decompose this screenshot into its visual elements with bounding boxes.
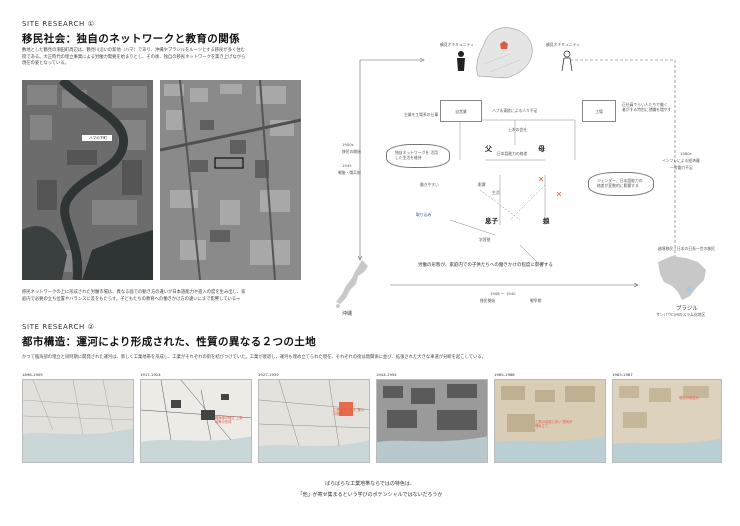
bottom-years-note: 移民開始	[480, 298, 496, 303]
label-life: 生活	[492, 190, 500, 195]
footer-line-2: 「他」が寄せ集まるという学びのポテンシャルではないだろうか	[297, 492, 443, 498]
mother-label: 母	[538, 145, 545, 153]
historical-map-1-graphic	[23, 380, 133, 462]
language-gap-label: 日本語能力の格差	[497, 151, 528, 156]
brazil-note: サンパウロ州のスラム化地区	[656, 312, 706, 317]
brazil-top-note: 越境移民 / 日本の日系一世の移民	[658, 246, 715, 251]
historical-map-4	[376, 379, 488, 463]
map-note-5: 工業の衰退に伴い 運河が埋め立て	[535, 420, 573, 429]
school-label: 学習塾	[479, 237, 491, 242]
map-note-3: 工業地帯の拡大 運河の開削	[333, 408, 364, 417]
box-self-employed: 自営業	[440, 100, 482, 122]
brazil-map-icon	[658, 256, 706, 300]
historical-map-3-graphic	[259, 380, 369, 462]
box-right-note: 正社員でらい人たちで働く 者がする特別に就職を増やす	[622, 102, 672, 112]
historical-map-3: 工業地帯の拡大 運河の開削	[258, 379, 370, 463]
timeline-left-a: 移民の開始	[342, 149, 361, 154]
map-period-5: 1965-1968	[494, 372, 515, 377]
section2-intro: かつて臨海部の埋立と同時期に開発された運河は、新しく工業地帯を形成し、工業がそれ…	[22, 355, 486, 360]
timeline-right-b: 一労働力不足	[670, 165, 693, 170]
link-top-label: ハブ＆東欧による人々不足	[492, 108, 538, 113]
footer-line-1: ばらばらな工業地帯ならではの特色は、	[325, 481, 415, 487]
aerial-photo-right	[160, 80, 301, 280]
bottom-years-note2: 戦争期	[530, 298, 542, 303]
historical-map-5: 工業の衰退に伴い 運河が埋め立て	[494, 379, 606, 463]
section2-label: SITE RESEARCH ②	[22, 323, 95, 331]
map-period-1: 1896-1909	[22, 372, 43, 377]
timeline-left-b: 1945	[342, 163, 352, 168]
tsurumi-map-icon	[476, 27, 533, 79]
section1-title: 移民社会：独自のネットワークと教育の関係	[22, 33, 240, 45]
okinawa-label: 沖縄	[342, 311, 353, 317]
historical-map-6: 現在の街並み	[612, 379, 722, 463]
historical-map-6-graphic	[613, 380, 721, 462]
result-label: 労働の形態が、家庭内での子供たちへの働きかけの程度に影響する	[418, 263, 553, 268]
section1-intro: 敷地とした鶴見の潮田町周辺は、鶴見川沿いの新地（ハマ）であり、沖縄やブラジルをル…	[22, 48, 246, 67]
timeline-left-year: 1900s	[342, 142, 354, 147]
box-left-note: 主業を工場系の仕事	[404, 112, 439, 117]
bubble-network: 独自ネットワークを 活用した生活を維持	[386, 144, 450, 168]
bubble-gender: ジェンダー、日本語能力の 格差が変数的に影響する	[588, 172, 654, 196]
historical-map-4-graphic	[377, 380, 487, 462]
aerial-photo-left-graphic	[22, 80, 153, 280]
photo-left-label: ハマの下町	[89, 136, 107, 140]
link-civil-label: 土木の会社	[508, 127, 527, 132]
person-icon-left	[457, 51, 465, 71]
network-diagram-lines	[357, 57, 676, 288]
bottom-years: 1908 〜 1940	[490, 291, 516, 296]
aerial-photo-right-graphic	[160, 80, 301, 280]
map-period-3: 1927-1939	[258, 372, 279, 377]
daughter-label: 娘	[543, 217, 550, 225]
timeline-right-year: 1980s	[680, 151, 692, 156]
map-period-6: 1983-1987	[612, 372, 633, 377]
father-label: 父	[485, 145, 492, 153]
absorb-label: 取り込み	[416, 212, 432, 217]
son-label: 息子	[485, 217, 498, 225]
community-left-label: 鶴見オキミュニティ	[440, 42, 474, 47]
timeline-right-a: インフレによる経済難	[662, 158, 700, 163]
label-work-easy: 働きやすい	[420, 182, 439, 187]
section1-caption: 移民ネットワークの上に形成された労働市場は、異なる面での動き方の違いが日本語能力…	[22, 290, 246, 302]
okinawa-map-icon	[336, 260, 368, 308]
historical-map-5-graphic	[495, 380, 605, 462]
section2-title: 都市構造：運河により形成された、性質の異なる２つの土地	[22, 336, 317, 348]
brazil-label: ブラジル	[676, 306, 698, 312]
map-period-4: 1944-1954	[376, 372, 397, 377]
historical-map-2: 臨海部の埋立 工業地帯の形成	[140, 379, 252, 463]
label-influence: 影響	[478, 182, 486, 187]
map-period-2: 1917-1924	[140, 372, 161, 377]
box-factory: 工場	[582, 100, 616, 122]
community-right-label: 鶴見オキミュニティ	[546, 42, 580, 47]
section1-label: SITE RESEARCH ①	[22, 20, 95, 28]
timeline-left-c: 戦後・徴兵制	[338, 170, 361, 175]
historical-map-1	[22, 379, 134, 463]
historical-map-2-graphic	[141, 380, 251, 462]
map-note-2: 臨海部の埋立 工業地帯の形成	[215, 416, 243, 425]
map-note-6: 現在の街並み	[679, 396, 699, 400]
person-icon-right	[561, 50, 573, 72]
aerial-photo-left: ハマの下町	[22, 80, 153, 280]
